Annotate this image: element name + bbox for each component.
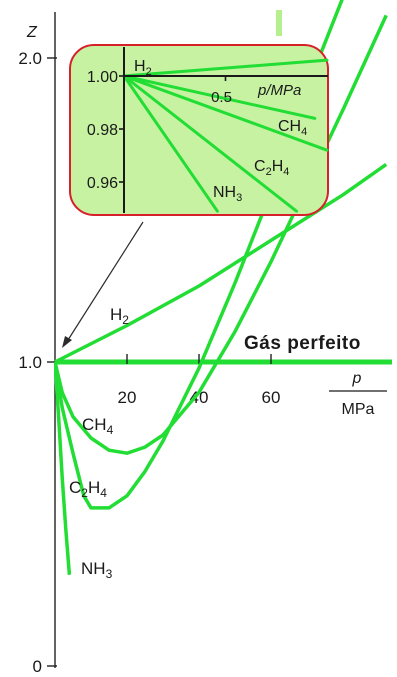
inset-y-tick-label: 0.96 — [87, 175, 118, 192]
x-axis-label-bottom: MPa — [342, 401, 375, 418]
y-tick-label: 1.0 — [18, 353, 42, 372]
ideal-gas-label: Gás perfeito — [244, 333, 361, 354]
zoom-arrow — [62, 221, 144, 348]
series-h2-line — [54, 162, 388, 364]
inset-series-unlabeled-line — [122, 74, 317, 120]
main-plot: 0 1.0 2.0 20 40 60 H2​ CH4​ C2​H4​ NH3​ — [18, 0, 392, 676]
y-tick-label: 0 — [33, 657, 42, 676]
series-ch4-label: CH4​ — [82, 415, 114, 437]
inset-series-ch4-line — [122, 74, 329, 152]
inset-panel — [69, 44, 329, 216]
x-axis-label-top: p — [352, 370, 362, 387]
inset-series-nh3-line — [122, 74, 219, 213]
inset-plot: 1.00 0.98 0.96 0.5 H2​ CH4​ C2​H4​ NH3​ — [69, 44, 329, 216]
series-h2-label: H2​ — [110, 305, 129, 327]
y-tick-label: 2.0 — [18, 49, 42, 68]
inset-series-h2-label: H2​ — [134, 58, 152, 78]
x-tick-label: 40 — [190, 388, 209, 407]
x-tick-label: 20 — [118, 388, 137, 407]
inset-x-axis-label: p/MPa — [257, 82, 301, 99]
series-c2h4-label: C2​H4​ — [69, 478, 107, 500]
series-nh3-label: NH3​ — [81, 559, 113, 581]
inset-series-ch4-label: CH4​ — [278, 118, 307, 138]
inset-x-tick-label: 0.5 — [211, 89, 232, 106]
inset-series-nh3-label: NH3​ — [213, 184, 242, 204]
inset-series-h2-line — [122, 58, 329, 78]
x-tick-label: 60 — [262, 388, 281, 407]
inset-series-c2h4-label: C2​H4​ — [254, 158, 289, 178]
y-axis-label: Z — [26, 24, 38, 41]
inset-y-tick-label: 1.00 — [87, 69, 118, 86]
series-nh3-line — [54, 361, 72, 575]
top-marker — [276, 10, 282, 36]
inset-series-c2h4-line — [122, 74, 298, 213]
inset-y-tick-label: 0.98 — [87, 122, 118, 139]
